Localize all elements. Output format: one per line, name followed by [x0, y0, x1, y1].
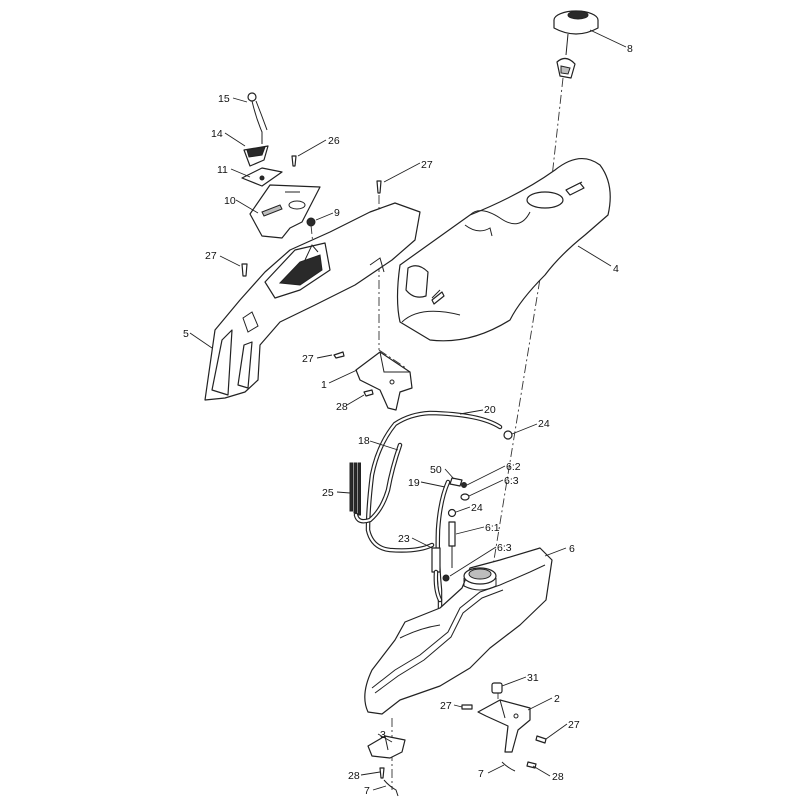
- screw-part-27-top: [376, 180, 382, 194]
- callout-25: 25: [322, 487, 334, 499]
- callout-labels: 8 15 14 26 11 27 10 9 27 4 5 27 1 28 20 …: [183, 43, 633, 797]
- hose-part-19: [435, 479, 451, 613]
- callout-15: 15: [218, 93, 230, 105]
- fitting-part-6-2: [461, 482, 467, 488]
- callout-6-3-upper: 6:3: [504, 475, 519, 487]
- fuel-cap-part-8: [553, 10, 599, 79]
- callout-31: 31: [527, 672, 539, 684]
- callout-26: 26: [328, 135, 340, 147]
- nut-part-9: [306, 217, 316, 227]
- bracket-part-1: [355, 351, 413, 411]
- callout-23: 23: [398, 533, 410, 545]
- callout-6: 6: [569, 543, 575, 555]
- callout-28-upper: 28: [336, 401, 348, 413]
- callout-7-left: 7: [364, 785, 370, 797]
- callout-20: 20: [484, 404, 496, 416]
- fitting-part-6-3-upper: [460, 493, 470, 501]
- side-panel-part-5: [204, 202, 421, 401]
- screw-part-27-left: [241, 263, 248, 277]
- callout-27-top: 27: [421, 159, 433, 171]
- tank-cover-part-4: [396, 158, 611, 342]
- callout-6-1: 6:1: [485, 522, 500, 534]
- callout-4: 4: [613, 263, 619, 275]
- callout-11: 11: [217, 164, 228, 176]
- bracket-part-11: [241, 167, 283, 187]
- callout-7-right: 7: [478, 768, 484, 780]
- callout-27-bracket-right: 27: [568, 719, 580, 731]
- fitting-part-50: [449, 477, 463, 487]
- callout-8: 8: [627, 43, 633, 55]
- callout-24-upper: 24: [538, 418, 550, 430]
- screw-part-27-bracket-right: [535, 735, 547, 744]
- switch-part-14: [243, 145, 269, 167]
- fuel-hose-part-18: [353, 442, 403, 524]
- spacer-part-31: [491, 682, 503, 694]
- screw-part-27-mid: [333, 351, 345, 359]
- bracket-part-2: [477, 699, 531, 753]
- callout-3: 3: [380, 729, 386, 741]
- cable-ties-part-25: [349, 462, 361, 516]
- clip-part-7-right: [501, 761, 516, 772]
- callout-6-2: 6:2: [506, 461, 521, 473]
- callout-19: 19: [408, 477, 420, 489]
- cable-part-15: [247, 92, 268, 144]
- callout-2: 2: [554, 693, 560, 705]
- valve-part-6-1: [448, 521, 456, 568]
- callout-6-3-lower: 6:3: [497, 542, 512, 554]
- clip-part-24-lower: [447, 508, 457, 518]
- callout-18: 18: [358, 435, 370, 447]
- callout-50: 50: [430, 464, 442, 476]
- callout-9: 9: [334, 207, 340, 219]
- callout-27-bracket-left: 27: [440, 700, 452, 712]
- callout-10: 10: [224, 195, 236, 207]
- fitting-part-6-3-lower: [442, 574, 450, 582]
- switch-plate-part-10: [249, 184, 321, 239]
- clip-part-7-left: [383, 779, 399, 797]
- leader-lines: [189, 29, 627, 791]
- callout-5: 5: [183, 328, 189, 340]
- screw-part-26: [291, 155, 297, 167]
- callout-27-mid: 27: [302, 353, 314, 365]
- screw-part-28-lower: [379, 767, 385, 779]
- clip-part-24-upper: [503, 430, 513, 440]
- fuel-tank-part-6: [364, 547, 553, 715]
- filter-part-23: [431, 547, 443, 603]
- callout-1: 1: [321, 379, 327, 391]
- callout-28-lower: 28: [348, 770, 360, 782]
- callout-27-left: 27: [205, 250, 217, 262]
- callout-24-lower: 24: [471, 502, 483, 514]
- screw-part-28-upper: [363, 389, 374, 397]
- fuel-hose-part-20: [365, 410, 503, 553]
- callout-14: 14: [211, 128, 223, 140]
- bracket-part-3: [367, 735, 406, 759]
- screw-part-27-bracket-left: [461, 704, 473, 710]
- callout-28-bracket-right: 28: [552, 771, 564, 783]
